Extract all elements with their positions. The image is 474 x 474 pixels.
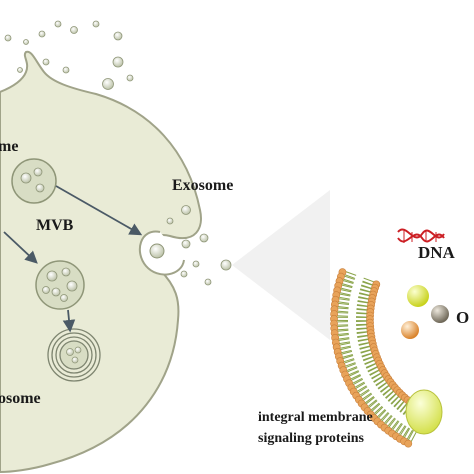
membrane-protein-label-2: signaling proteins [258,431,364,446]
released-exosomes-right [166,205,232,286]
mvb-label: MVB [36,217,74,234]
cargo-gray-ball [431,305,449,323]
lipid-head [404,439,413,448]
mvb [35,260,85,310]
endosome-label: me [0,138,18,155]
exosome-label: Exosome [172,177,233,194]
endosome [11,158,57,204]
pathway-arrows [3,185,143,333]
zoom-wedge [232,190,330,340]
lysosome [47,328,101,382]
cargo-orange-ball [401,321,419,339]
other-cargo-label: O [456,308,469,327]
lysosome-label: osome [0,390,41,407]
membrane-protein-icon [405,389,443,435]
dna-label: DNA [418,243,456,262]
membrane-protein-label-1: integral membrane [258,410,373,425]
cargo-yellow-ball [407,285,429,307]
budding-vesicle [149,243,165,259]
released-exosomes-top [4,20,134,90]
dna-helix-icon [397,228,445,243]
